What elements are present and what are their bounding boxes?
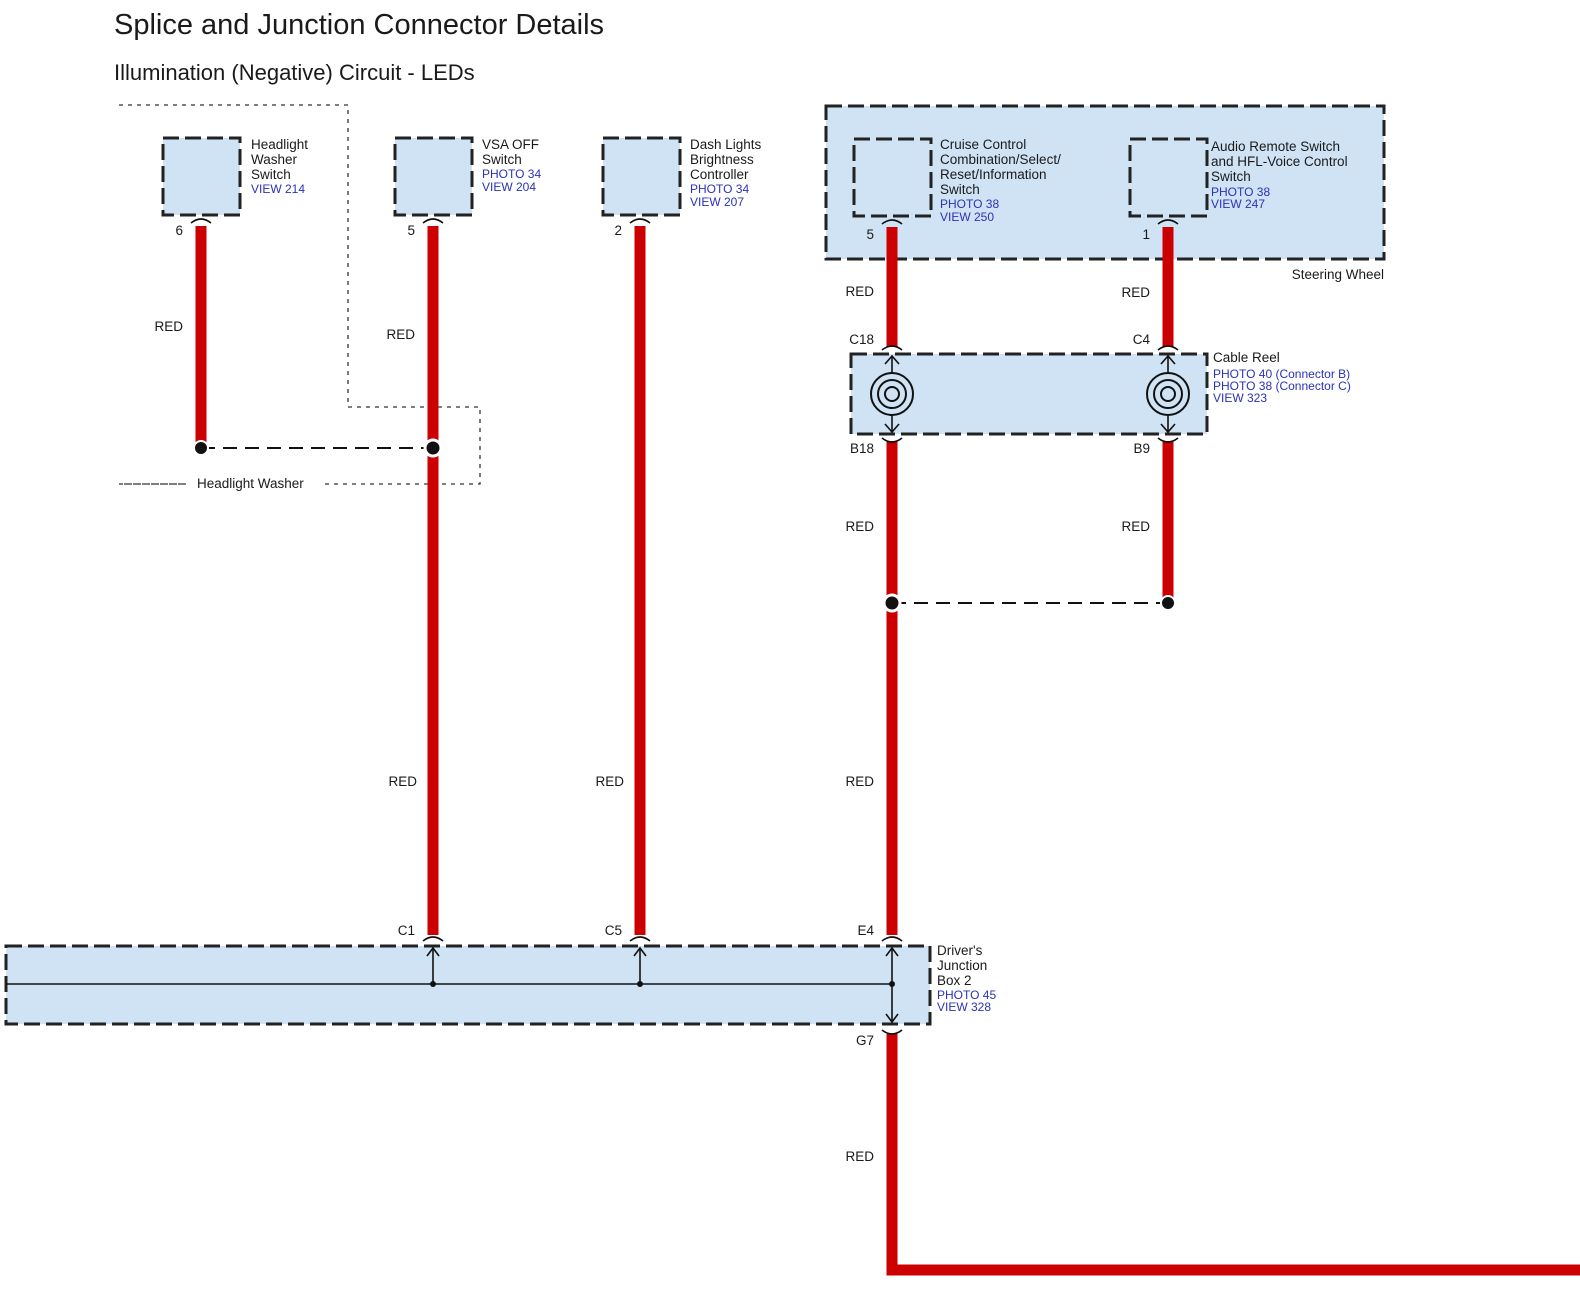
vsa-off-switch-box [393, 136, 474, 217]
svg-text:PHOTO 34: PHOTO 34 [482, 167, 541, 181]
svg-text:2: 2 [614, 223, 622, 238]
splice-point-vsa [423, 438, 443, 458]
svg-text:RED: RED [595, 774, 624, 789]
audio-remote-switch-box [1128, 137, 1209, 218]
svg-text:VIEW 247: VIEW 247 [1211, 197, 1265, 211]
svg-text:5: 5 [407, 223, 415, 238]
svg-text:5: 5 [866, 227, 874, 242]
junction-box-2 [4, 944, 932, 1026]
svg-text:RED: RED [388, 774, 417, 789]
svg-text:Junction: Junction [937, 958, 987, 973]
svg-text:VSA OFF: VSA OFF [482, 137, 539, 152]
cable-reel-coil-left [870, 354, 914, 434]
svg-text:C18: C18 [849, 332, 874, 347]
svg-text:Reset/Information: Reset/Information [940, 167, 1047, 182]
junction-box-internal-bus [6, 946, 899, 1024]
page-subtitle: Illumination (Negative) Circuit - LEDs [114, 60, 475, 85]
svg-text:PHOTO 34: PHOTO 34 [690, 182, 749, 196]
wire-color-labels: RED RED RED RED RED RED RED RED RED RED [154, 284, 1150, 1164]
svg-text:C5: C5 [605, 923, 622, 938]
svg-text:Box 2: Box 2 [937, 973, 972, 988]
svg-text:PHOTO 40 (Connector B): PHOTO 40 (Connector B) [1213, 367, 1350, 381]
svg-text:RED: RED [845, 519, 874, 534]
svg-text:RED: RED [845, 284, 874, 299]
svg-text:C4: C4 [1133, 332, 1151, 347]
svg-text:1: 1 [1142, 227, 1150, 242]
svg-text:Cruise Control: Cruise Control [940, 137, 1026, 152]
svg-text:C1: C1 [398, 923, 415, 938]
dash-lights-controller-box [601, 136, 682, 217]
svg-text:RED: RED [1121, 519, 1150, 534]
splice-point-headlight [193, 440, 209, 456]
wire-ground-output [886, 1034, 1580, 1276]
svg-text:PHOTO 45: PHOTO 45 [937, 988, 996, 1002]
svg-text:Controller: Controller [690, 167, 749, 182]
svg-text:RED: RED [386, 327, 415, 342]
svg-text:VIEW 328: VIEW 328 [937, 1000, 991, 1014]
svg-text:Switch: Switch [1211, 169, 1251, 184]
svg-text:Switch: Switch [482, 152, 522, 167]
svg-text:VIEW 214: VIEW 214 [251, 182, 305, 196]
headlight-washer-switch-label: Headlight Washer Switch VIEW 214 [251, 137, 308, 196]
svg-text:Brightness: Brightness [690, 152, 754, 167]
svg-text:Switch: Switch [940, 182, 980, 197]
svg-text:RED: RED [154, 319, 183, 334]
svg-text:Dash Lights: Dash Lights [690, 137, 762, 152]
pin-labels: 6 5 2 5 1 C18 C4 B18 B9 C1 C5 E4 G7 [175, 223, 1150, 1048]
svg-text:G7: G7 [856, 1033, 874, 1048]
svg-text:VIEW 204: VIEW 204 [482, 180, 536, 194]
svg-text:PHOTO 38 (Connector C): PHOTO 38 (Connector C) [1213, 379, 1351, 393]
headlight-washer-switch-box [161, 136, 242, 217]
dash-lights-controller-label: Dash Lights Brightness Controller PHOTO … [690, 137, 762, 209]
svg-text:Audio Remote Switch: Audio Remote Switch [1211, 139, 1340, 154]
svg-text:RED: RED [1121, 285, 1150, 300]
audio-remote-switch-label: Audio Remote Switch and HFL-Voice Contro… [1211, 139, 1348, 211]
svg-text:E4: E4 [857, 923, 874, 938]
cable-reel-label: Cable Reel PHOTO 40 (Connector B) PHOTO … [1213, 350, 1351, 405]
svg-text:B9: B9 [1133, 441, 1150, 456]
headlight-washer-group-outline [119, 104, 481, 485]
svg-text:Combination/Select/: Combination/Select/ [940, 152, 1061, 167]
svg-text:Headlight: Headlight [251, 137, 308, 152]
junction-box-label: Driver's Junction Box 2 PHOTO 45 VIEW 32… [937, 943, 996, 1014]
svg-text:VIEW 207: VIEW 207 [690, 195, 744, 209]
steering-wheel-group-label: Steering Wheel [1292, 267, 1384, 282]
svg-text:PHOTO 38: PHOTO 38 [940, 197, 999, 211]
cruise-control-switch-label: Cruise Control Combination/Select/ Reset… [940, 137, 1061, 224]
svg-text:VIEW 250: VIEW 250 [940, 210, 994, 224]
page-title: Splice and Junction Connector Details [114, 9, 604, 41]
cable-reel-coil-right [1146, 354, 1190, 434]
svg-text:Driver's: Driver's [937, 943, 983, 958]
svg-text:Washer: Washer [251, 152, 298, 167]
svg-text:RED: RED [845, 1149, 874, 1164]
svg-text:B18: B18 [850, 441, 874, 456]
svg-text:Switch: Switch [251, 167, 291, 182]
svg-text:RED: RED [845, 774, 874, 789]
headlight-washer-group-label: Headlight Washer [197, 476, 304, 491]
vsa-off-switch-label: VSA OFF Switch PHOTO 34 VIEW 204 [482, 137, 541, 194]
splice-point-audio [1160, 595, 1176, 611]
svg-text:PHOTO 38: PHOTO 38 [1211, 185, 1270, 199]
terminal-caps [190, 218, 1179, 1035]
splice-point-cruise [882, 593, 902, 613]
svg-text:6: 6 [175, 223, 183, 238]
cruise-control-switch-box [852, 137, 933, 218]
svg-text:and HFL-Voice Control: and HFL-Voice Control [1211, 154, 1348, 169]
svg-text:VIEW 323: VIEW 323 [1213, 391, 1267, 405]
svg-text:Cable Reel: Cable Reel [1213, 350, 1280, 365]
